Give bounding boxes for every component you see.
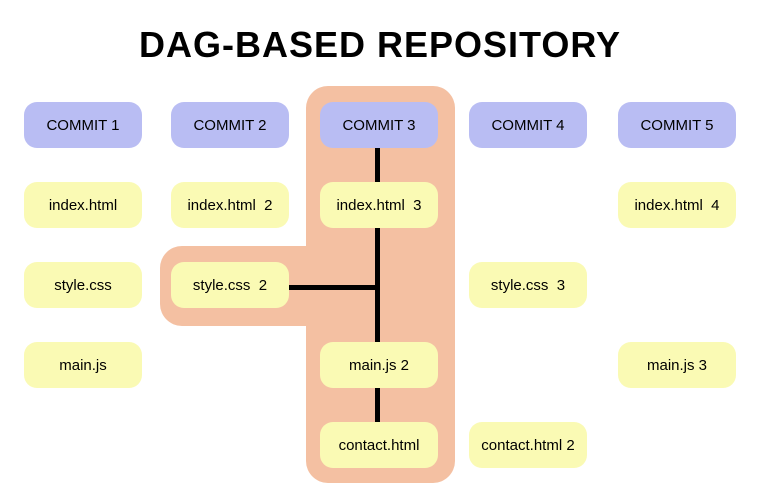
file-box-mainjs-v3: main.js 3 [618,342,736,388]
commit-5-box: COMMIT 5 [618,102,736,148]
connector-stylecss2-branch [287,285,380,290]
file-box-mainjs-v1: main.js [24,342,142,388]
file-box-stylecss-v1: style.css [24,262,142,308]
connector-mainjs2-to-contacthtml [375,385,380,425]
file-box-indexhtml-v3: index.html 3 [320,182,438,228]
connector-commit3-to-indexhtml3 [375,145,380,185]
file-box-indexhtml-v2: index.html 2 [171,182,289,228]
file-box-contacthtml-v1: contact.html [320,422,438,468]
file-box-indexhtml-v4: index.html 4 [618,182,736,228]
file-box-mainjs-v2: main.js 2 [320,342,438,388]
commit-2-box: COMMIT 2 [171,102,289,148]
commit-4-box: COMMIT 4 [469,102,587,148]
highlight-region-commit3-band [306,86,455,483]
commit-1-box: COMMIT 1 [24,102,142,148]
file-box-stylecss-v3: style.css 3 [469,262,587,308]
file-box-indexhtml-v1: index.html [24,182,142,228]
file-box-stylecss-v2: style.css 2 [171,262,289,308]
file-box-contacthtml-v2: contact.html 2 [469,422,587,468]
commit-3-box: COMMIT 3 [320,102,438,148]
page-title: DAG-BASED REPOSITORY [138,24,622,65]
